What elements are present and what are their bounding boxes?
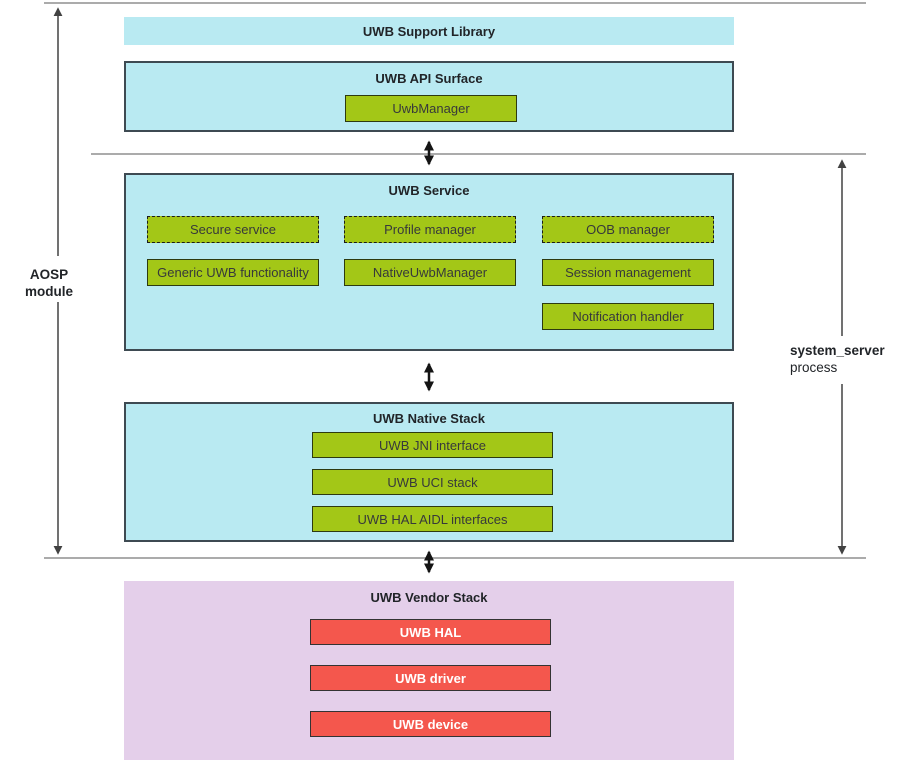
module-generic-uwb-functionality: Generic UWB functionality — [147, 259, 319, 286]
module-uwb-uci-stack: UWB UCI stack — [312, 469, 553, 495]
module-secure-service: Secure service — [147, 216, 319, 243]
system-server-label-bold: system_server — [790, 343, 885, 358]
system-server-label-regular: process — [790, 360, 838, 375]
aosp-module-label: AOSP module — [5, 264, 93, 302]
module-uwb-jni-interface: UWB JNI interface — [312, 432, 553, 458]
support-library-layer: UWB Support Library — [124, 17, 734, 45]
system-server-label: system_server process — [790, 340, 890, 378]
module-uwb-hal: UWB HAL — [310, 619, 551, 645]
module-profile-manager: Profile manager — [344, 216, 516, 243]
module-uwb-driver: UWB driver — [310, 665, 551, 691]
vendor-stack-title: UWB Vendor Stack — [370, 590, 488, 605]
api-surface-layer: UWB API Surface UwbManager — [124, 61, 734, 132]
service-title: UWB Service — [388, 183, 470, 198]
module-notification-handler: Notification handler — [542, 303, 714, 330]
native-stack-layer: UWB Native Stack UWB JNI interface UWB U… — [124, 402, 734, 542]
service-layer: UWB Service Secure service Profile manag… — [124, 173, 734, 351]
module-oob-manager: OOB manager — [542, 216, 714, 243]
module-session-management: Session management — [542, 259, 714, 286]
api-surface-title: UWB API Surface — [375, 71, 483, 86]
module-nativeuwbmanager: NativeUwbManager — [344, 259, 516, 286]
module-uwb-device: UWB device — [310, 711, 551, 737]
vendor-stack-layer: UWB Vendor Stack UWB HAL UWB driver UWB … — [124, 581, 734, 760]
native-stack-title: UWB Native Stack — [373, 411, 485, 426]
module-uwbmanager: UwbManager — [345, 95, 517, 122]
aosp-module-label-text: AOSP module — [24, 267, 73, 299]
support-library-title: UWB Support Library — [362, 24, 496, 39]
module-uwb-hal-aidl-interfaces: UWB HAL AIDL interfaces — [312, 506, 553, 532]
